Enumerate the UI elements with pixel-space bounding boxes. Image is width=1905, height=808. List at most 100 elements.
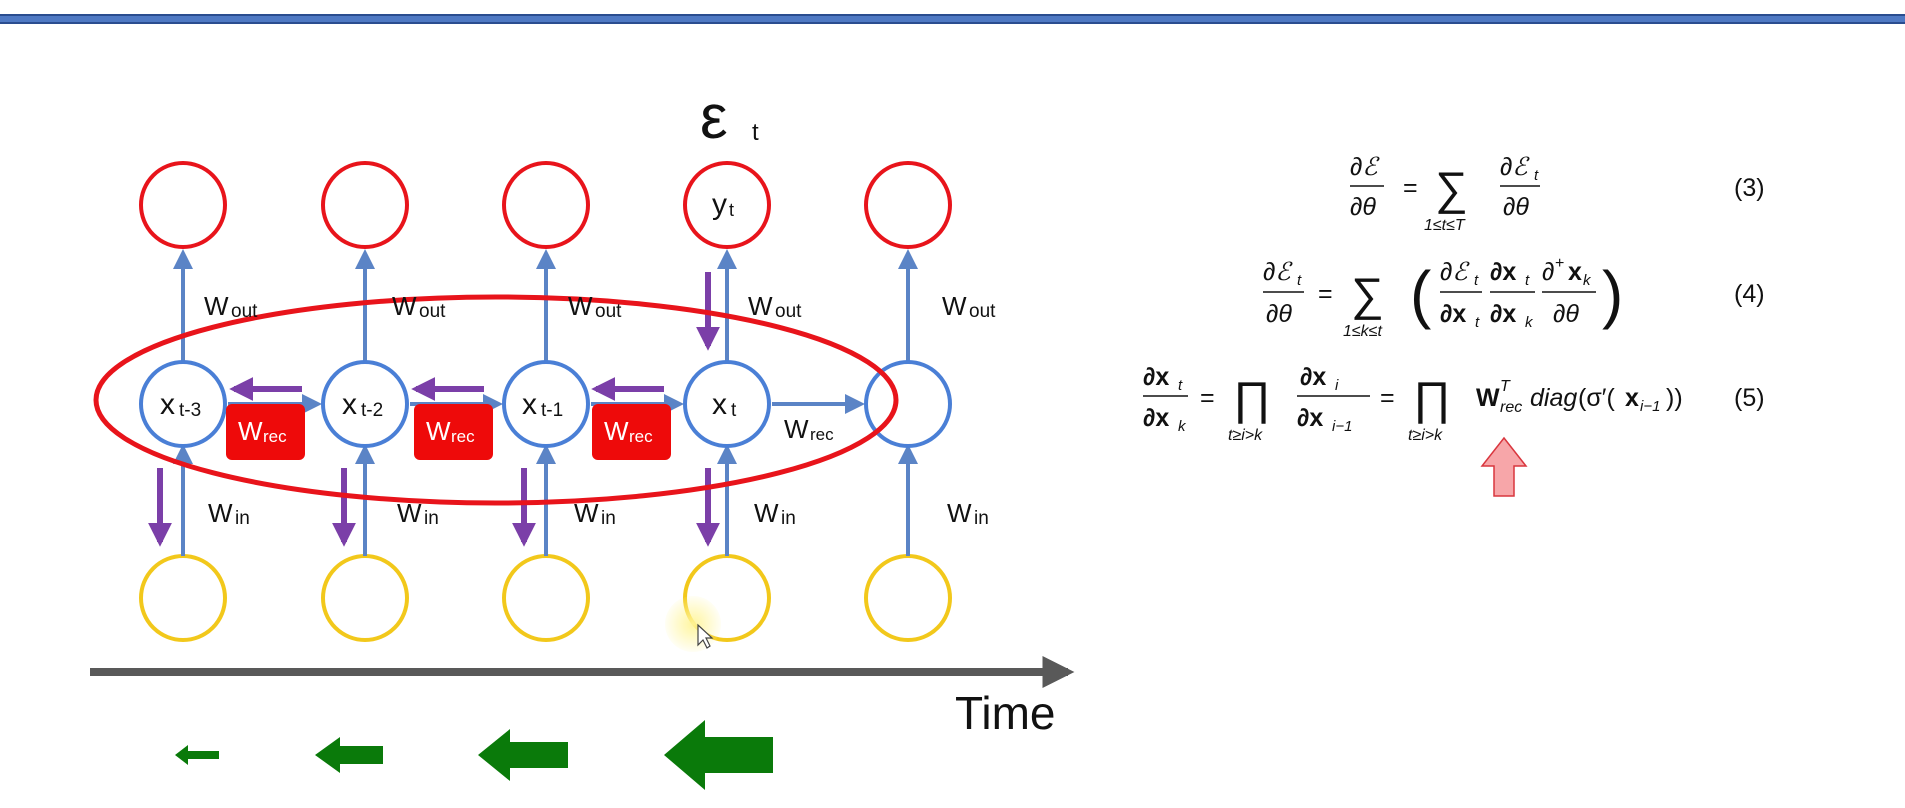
svg-text:T: T — [1500, 378, 1511, 395]
wrec-box-1-sub: rec — [263, 427, 287, 446]
wrec-boxes: W rec W rec W rec — [226, 404, 671, 460]
hidden-node-4 — [683, 360, 771, 448]
input-node-2 — [321, 554, 409, 642]
svg-text:W: W — [754, 498, 779, 528]
svg-text:∂ℰ: ∂ℰ — [1500, 153, 1530, 181]
svg-text:out: out — [775, 301, 802, 322]
output-node-5 — [864, 161, 952, 249]
svg-text:in: in — [424, 508, 439, 529]
svg-text:=: = — [1318, 280, 1333, 308]
svg-text:∂θ: ∂θ — [1553, 300, 1579, 328]
output-label: y — [712, 188, 727, 221]
gradient-arrows — [175, 720, 773, 790]
win-labels: W in W in W in W in W in — [208, 498, 989, 529]
svg-text:W: W — [1476, 384, 1500, 412]
svg-text:t: t — [1475, 314, 1480, 331]
svg-text:out: out — [969, 301, 996, 322]
gradient-arrow-3 — [478, 729, 568, 781]
hidden-label-2-sub: t-2 — [361, 400, 383, 421]
svg-text:): ) — [1602, 258, 1623, 330]
pointer-up-arrow-icon — [1480, 436, 1528, 497]
svg-text:t: t — [1534, 167, 1539, 184]
equation-4: ∂ℰ t ∂θ = ∑ 1≤k≤t ( ∂ℰ t ∂x t ∂x t ∂x k … — [1263, 255, 1765, 340]
input-node-5 — [864, 554, 952, 642]
svg-text:=: = — [1403, 174, 1418, 202]
hidden-node-3 — [502, 360, 590, 448]
wrec-label-plain-sub: rec — [810, 425, 834, 444]
output-node-2 — [321, 161, 409, 249]
svg-text:W: W — [947, 498, 972, 528]
svg-text:W: W — [208, 498, 233, 528]
hidden-layer — [139, 360, 952, 448]
output-label-sub: t — [729, 200, 734, 220]
mouse-cursor-icon — [697, 623, 714, 649]
hidden-node-5 — [864, 360, 952, 448]
wrec-label-plain: W — [784, 414, 809, 444]
svg-text:∂θ: ∂θ — [1503, 193, 1529, 221]
svg-text:∏: ∏ — [1413, 372, 1451, 424]
wout-labels: W out W out W out W out W out — [204, 291, 996, 322]
svg-text:∑: ∑ — [1435, 162, 1468, 214]
svg-text:x: x — [1625, 384, 1639, 412]
svg-text:rec: rec — [1500, 399, 1522, 416]
output-node-4 — [683, 161, 771, 249]
svg-text:∂ℰ: ∂ℰ — [1263, 258, 1293, 286]
svg-text:∂ℰ: ∂ℰ — [1440, 258, 1470, 286]
svg-text:in: in — [781, 508, 796, 529]
wrec-box-2-sub: rec — [451, 427, 475, 446]
hidden-label-1-sub: t-3 — [179, 400, 201, 421]
highlight-ellipse — [93, 294, 899, 506]
svg-text:W: W — [568, 291, 593, 321]
equations: ∂ℰ ∂θ = ∑ 1≤t≤T ∂ℰ t ∂θ (3) ∂ℰ t ∂θ = ∑ … — [1143, 153, 1765, 444]
hidden-label-3-sub: t-1 — [541, 400, 563, 421]
svg-text:out: out — [595, 301, 622, 322]
svg-text:∂x: ∂x — [1440, 300, 1466, 328]
svg-text:=: = — [1200, 384, 1215, 412]
cursor-highlight — [665, 596, 721, 652]
svg-text:∂θ: ∂θ — [1266, 300, 1292, 328]
svg-text:t≥i>k: t≥i>k — [1408, 427, 1443, 444]
wrec-box-3 — [592, 404, 671, 460]
svg-text:in: in — [974, 508, 989, 529]
hidden-label-4: x — [712, 388, 727, 421]
svg-text:=: = — [1380, 384, 1395, 412]
svg-text:∏: ∏ — [1233, 372, 1271, 424]
hidden-label-2: x — [342, 388, 357, 421]
output-node-1 — [139, 161, 227, 249]
equation-3-number: (3) — [1734, 174, 1765, 202]
svg-text:∂ℰ: ∂ℰ — [1350, 153, 1380, 181]
hidden-label-4-sub: t — [731, 400, 737, 421]
svg-text:W: W — [748, 291, 773, 321]
wrec-box-2-label: W — [426, 416, 451, 446]
hidden-node-2 — [321, 360, 409, 448]
svg-text:)): )) — [1666, 384, 1683, 412]
svg-text:+: + — [1555, 255, 1564, 272]
svg-text:out: out — [231, 301, 258, 322]
svg-text:∂x: ∂x — [1143, 363, 1169, 391]
hidden-node-1 — [139, 360, 227, 448]
svg-text:∂x: ∂x — [1300, 363, 1326, 391]
svg-text:in: in — [235, 508, 250, 529]
svg-text:out: out — [419, 301, 446, 322]
svg-text:(: ( — [1410, 258, 1431, 330]
svg-text:i: i — [1335, 377, 1339, 394]
time-label: Time — [955, 687, 1056, 739]
svg-text:i−1: i−1 — [1332, 418, 1352, 435]
output-arrows — [173, 249, 918, 362]
svg-text:t: t — [1474, 272, 1479, 289]
input-node-1 — [139, 554, 227, 642]
equation-3: ∂ℰ ∂θ = ∑ 1≤t≤T ∂ℰ t ∂θ (3) — [1350, 153, 1765, 234]
wrec-box-1 — [226, 404, 305, 460]
equation-5-number: (5) — [1734, 384, 1765, 412]
svg-text:i−1: i−1 — [1640, 398, 1660, 415]
svg-text:k: k — [1178, 418, 1187, 435]
svg-text:diag: diag — [1530, 384, 1577, 412]
svg-text:∂θ: ∂θ — [1350, 193, 1376, 221]
svg-text:W: W — [397, 498, 422, 528]
wrec-box-2 — [414, 404, 493, 460]
gradient-arrow-2 — [315, 737, 383, 773]
svg-text:k: k — [1583, 272, 1592, 289]
input-layer — [139, 554, 952, 642]
svg-text:∂x: ∂x — [1297, 404, 1323, 432]
